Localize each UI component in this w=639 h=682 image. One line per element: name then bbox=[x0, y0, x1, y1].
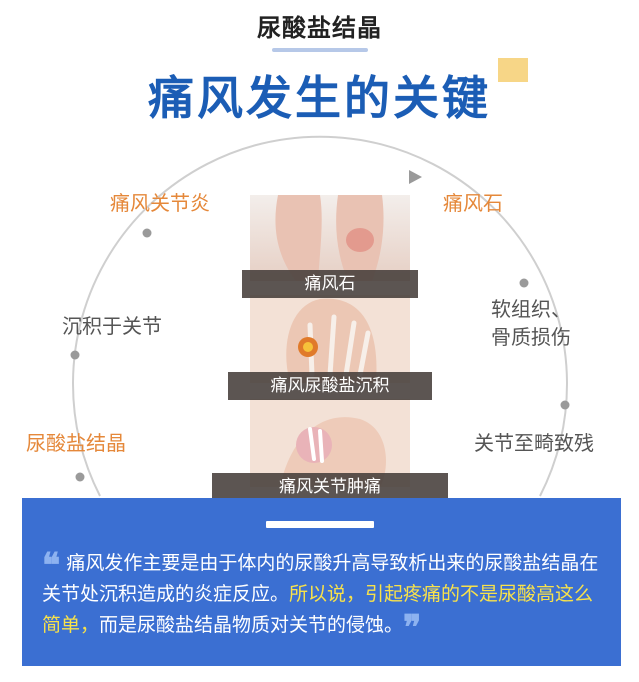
feet-photo bbox=[250, 195, 410, 281]
cycle-label-gout-arthritis: 痛风关节炎 bbox=[110, 191, 210, 215]
title-accent-block bbox=[498, 58, 528, 82]
swollen-foot-illustration bbox=[250, 399, 410, 487]
caption-urate-deposit: 痛风尿酸盐沉积 bbox=[228, 372, 432, 400]
close-quote-icon: ❞ bbox=[403, 608, 422, 648]
cycle-arrow bbox=[409, 170, 422, 184]
page-title: 痛风发生的关键 bbox=[148, 71, 491, 125]
cycle-dot bbox=[142, 228, 152, 238]
info-text-end: 而是尿酸盐结晶物质对关节的侵蚀。 bbox=[99, 614, 404, 636]
cycle-label-tissue-damage-2: 骨质损伤 bbox=[491, 325, 571, 349]
foot-xray-illustration bbox=[250, 295, 410, 383]
cycle-label-urate-crystal: 尿酸盐结晶 bbox=[26, 431, 126, 455]
info-text-highlight: 所以说，引起疼痛的不是尿酸高这么简单， bbox=[42, 583, 594, 636]
image-stack: 痛风石 痛风尿酸盐沉积 痛风关节肿痛 bbox=[212, 195, 448, 501]
cycle-arc bbox=[72, 135, 568, 497]
subtitle: 尿酸盐结晶 bbox=[257, 14, 382, 42]
info-text: ❝ 痛风发作主要是由于体内的尿酸升高导致析出来的尿酸盐结晶在关节处沉积造成的炎症… bbox=[42, 546, 612, 645]
cycle-dot bbox=[70, 350, 80, 360]
cycle-dot bbox=[519, 278, 529, 288]
cycle-label-tophus: 痛风石 bbox=[443, 191, 503, 215]
cycle-dot bbox=[75, 472, 85, 482]
caption-joint-swelling: 痛风关节肿痛 bbox=[212, 473, 448, 501]
cycle-label-tissue-damage-1: 软组织、 bbox=[491, 297, 571, 321]
cycle-label-joint-deposit: 沉积于关节 bbox=[62, 314, 162, 338]
open-quote-icon: ❝ bbox=[42, 546, 61, 586]
info-panel-bar bbox=[266, 521, 374, 528]
caption-tophus: 痛风石 bbox=[242, 270, 418, 298]
cycle-dot bbox=[560, 400, 570, 410]
cycle-label-deformity: 关节至畸致残 bbox=[474, 431, 594, 455]
info-text-main: 痛风发作主要是由于体内的尿酸升高导致析出来的尿酸盐结晶在关节处沉积造成的炎症反应… bbox=[42, 552, 599, 605]
subtitle-underline bbox=[272, 48, 368, 52]
